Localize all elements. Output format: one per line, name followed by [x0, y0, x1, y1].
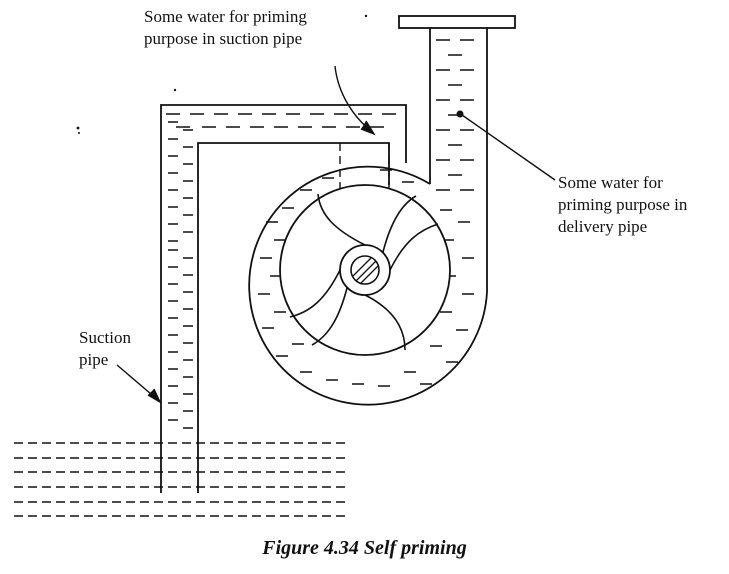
label-line: delivery pipe — [558, 217, 648, 236]
label-line: pipe — [79, 350, 109, 369]
label-suction-priming-water: Some water for priming purpose in suctio… — [144, 6, 394, 50]
delivery-pipe-water-dashes — [436, 39, 474, 191]
shaft-icon — [350, 255, 380, 285]
sump-water — [14, 442, 350, 517]
delivery-pipe-cap — [398, 15, 516, 29]
suction-pipe-leader — [116, 364, 162, 404]
label-line: Suction — [79, 328, 131, 347]
label-line: Some water for — [558, 173, 663, 192]
delivery-water-leader — [456, 110, 556, 181]
suction-water-leader — [334, 65, 376, 136]
casing-water-dashes — [258, 169, 474, 387]
label-line: purpose in suction pipe — [144, 29, 303, 48]
scan-specks — [76, 14, 368, 134]
pump-casing — [248, 28, 488, 406]
label-line: priming purpose in — [558, 195, 688, 214]
label-delivery-priming-water: Some water for priming purpose in delive… — [558, 172, 728, 238]
label-line: Some water for priming — [144, 7, 307, 26]
suction-pipe-water-dashes — [166, 113, 396, 429]
impeller-vanes — [289, 193, 439, 351]
label-suction-pipe: Suction pipe — [79, 327, 159, 371]
figure-caption: Figure 4.34 Self priming — [262, 537, 467, 559]
